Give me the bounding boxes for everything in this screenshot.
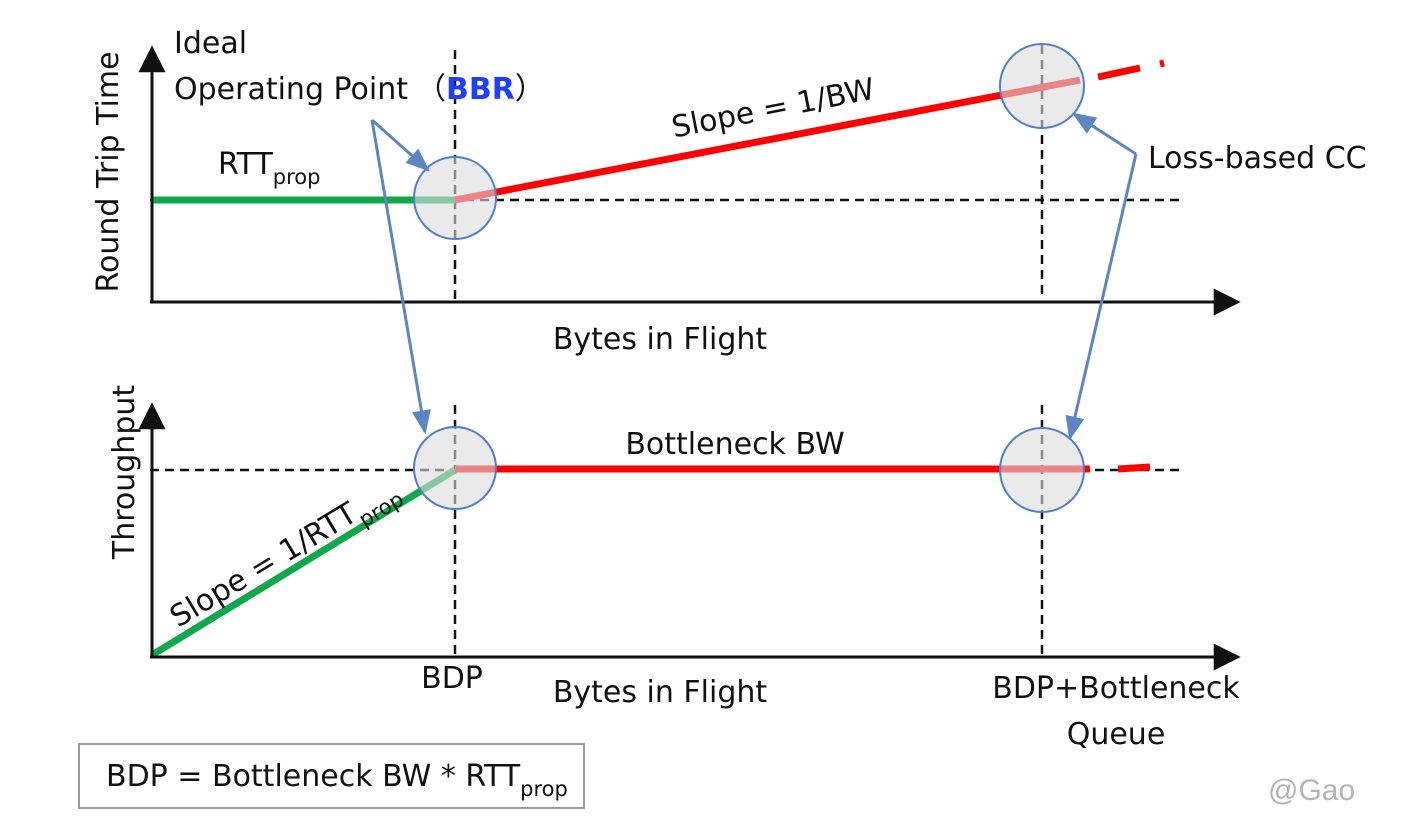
rtt-slope-line bbox=[454, 76, 1081, 204]
throughput-panel: Throughput Bytes in Flight Bottleneck BW… bbox=[107, 385, 1241, 752]
throughput-y-axis-label: Throughput bbox=[107, 385, 142, 560]
bottleneck-bw-label: Bottleneck BW bbox=[625, 427, 844, 462]
throughput-slope-label: Slope = 1/RTTprop bbox=[164, 471, 408, 640]
rtt-slope-line-dash-2 bbox=[1159, 59, 1165, 68]
bottleneck-bw-line-dash bbox=[1117, 463, 1151, 473]
bdp-formula-box: BDP = Bottleneck BW * RTTprop bbox=[78, 743, 585, 809]
loss-based-point-circle-bottom bbox=[999, 427, 1085, 513]
bdp-queue-tick-label-line2: Queue bbox=[1067, 717, 1166, 752]
rtt-slope-line-dash-1 bbox=[1097, 64, 1141, 81]
ideal-label-line2: Operating Point（BBR） bbox=[174, 72, 545, 107]
watermark: @Gao bbox=[1268, 774, 1355, 807]
rtt-y-axis-label: Round Trip Time bbox=[91, 51, 126, 292]
bbr-operating-point-circle-top bbox=[413, 156, 497, 240]
loss-arrow-to-bottom bbox=[1065, 153, 1138, 441]
annotations: Ideal Operating Point（BBR） Loss-based CC bbox=[174, 26, 1367, 441]
ideal-label-line1: Ideal bbox=[174, 26, 247, 61]
throughput-slope-line bbox=[150, 467, 457, 658]
throughput-x-axis-label: Bytes in Flight bbox=[553, 675, 768, 710]
ideal-arrow-to-bottom bbox=[370, 119, 431, 435]
rtt-x-axis-label: Bytes in Flight bbox=[553, 322, 768, 357]
formula-text: BDP = Bottleneck BW * RTTprop bbox=[106, 759, 568, 801]
bdp-tick-label: BDP bbox=[421, 661, 483, 696]
formula-box-frame bbox=[78, 743, 585, 809]
loss-arrow-to-top bbox=[1071, 112, 1137, 156]
ideal-arrow-to-top bbox=[371, 118, 430, 172]
rtt-slope-label: Slope = 1/BW bbox=[669, 72, 878, 146]
bbr-label: BBR bbox=[446, 72, 515, 107]
bdp-queue-tick-label-line1: BDP+Bottleneck bbox=[992, 671, 1240, 706]
loss-based-cc-label: Loss-based CC bbox=[1148, 141, 1367, 176]
loss-based-point-circle-top bbox=[999, 43, 1085, 129]
rtt-prop-label: RTTprop bbox=[218, 147, 320, 189]
bbr-operating-point-circle-bottom bbox=[413, 426, 497, 510]
